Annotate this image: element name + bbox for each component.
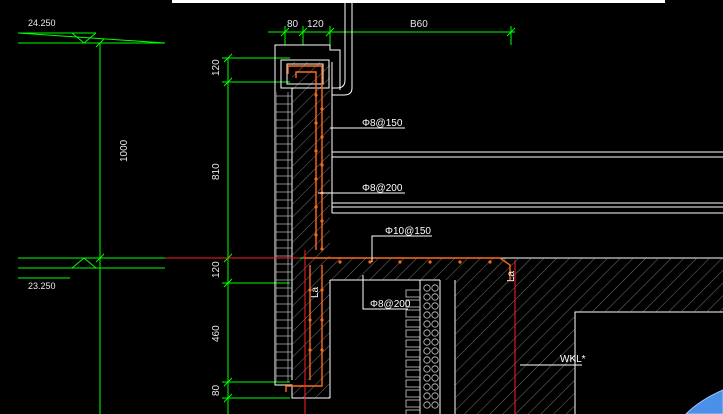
rebar-section-dot: [428, 260, 432, 264]
rebar-section-dot: [314, 233, 318, 237]
rebar-section-dot: [398, 260, 402, 264]
insulation-circle: [431, 320, 439, 328]
insulation-circle: [423, 320, 431, 328]
brick-unit: [405, 329, 421, 338]
brick-unit: [405, 299, 421, 308]
insulation-circle: [423, 365, 431, 373]
dim-h-80: 80: [287, 19, 299, 30]
insulation-circle: [431, 392, 439, 400]
insulation-circle: [431, 338, 439, 346]
window-edge: [172, 0, 665, 3]
rebar-section-dot: [314, 205, 318, 209]
rebar-section-dot: [320, 163, 324, 167]
insulation-circle: [423, 293, 431, 301]
dim-h-120: 120: [307, 19, 324, 30]
rebar-section-dot: [308, 348, 312, 352]
dim-h-b60: B60: [410, 19, 428, 30]
rebar-label-3: Φ10@150: [385, 226, 431, 237]
coping: [280, 59, 330, 89]
brick-unit: [405, 289, 421, 298]
dim-v-460: 460: [211, 325, 222, 342]
insulation-circle: [431, 293, 439, 301]
rebar-section-dot: [314, 177, 318, 181]
insulation-circle: [431, 383, 439, 391]
brick-unit: [405, 309, 421, 318]
brick-unit: [405, 399, 421, 408]
rebar-label-2: Φ8@200: [362, 183, 403, 194]
brick-unit: [405, 379, 421, 388]
dimension-lines: [17, 26, 516, 414]
rebar-section-dot: [308, 288, 312, 292]
brick-unit: [405, 359, 421, 368]
insulation-circle: [423, 284, 431, 292]
rebar-section-dot: [320, 318, 324, 322]
brick-unit: [405, 409, 421, 414]
rebar-label-1: Φ8@150: [362, 118, 403, 129]
insulation-circle: [431, 356, 439, 364]
rebar-section-dot: [314, 121, 318, 125]
rebar-section-dot: [320, 107, 324, 111]
rebar-dots: [308, 93, 492, 352]
insulation-circle: [423, 374, 431, 382]
dim-v-80: 80: [211, 384, 222, 396]
brick-unit: [405, 349, 421, 358]
insulation-circle: [431, 374, 439, 382]
elevation-top: 24.250: [28, 18, 56, 28]
rebar-section-dot: [320, 348, 324, 352]
rebar-section-dot: [458, 260, 462, 264]
rebar-section-dot: [308, 318, 312, 322]
rebar-section-dot: [320, 219, 324, 223]
insulation-circle: [423, 338, 431, 346]
anchor-label-2: La: [506, 270, 517, 282]
insulation-circle: [431, 311, 439, 319]
elevation-bottom: 23.250: [28, 281, 56, 291]
insulation-circle: [423, 383, 431, 391]
rebar-section-dot: [314, 149, 318, 153]
dim-v-810: 810: [211, 163, 222, 180]
brick-unit: [405, 369, 421, 378]
selection-shape[interactable]: [685, 389, 723, 414]
rebar-section-dot: [488, 260, 492, 264]
rebar-section-dot: [338, 260, 342, 264]
insulation-circle: [423, 392, 431, 400]
dim-total: 1000: [119, 139, 130, 162]
insulation-circle: [423, 347, 431, 355]
insulation-circle: [431, 365, 439, 373]
brick-unit: [405, 389, 421, 398]
beam-label: WKL*: [560, 354, 586, 365]
rebar-section-dot: [320, 288, 324, 292]
insulation-circle: [431, 347, 439, 355]
brick-unit: [405, 339, 421, 348]
insulation-circle: [431, 401, 439, 409]
insulation-circle: [423, 302, 431, 310]
concrete-hatch: [292, 62, 723, 414]
rebar-section-dot: [368, 260, 372, 264]
dim-v-120a: 120: [211, 59, 222, 76]
dim-v-120b: 120: [211, 261, 222, 278]
leader-lines: [318, 127, 582, 366]
insulation-column: [405, 284, 439, 414]
insulation-circle: [431, 302, 439, 310]
rebar-section-dot: [320, 135, 324, 139]
insulation-circle: [431, 284, 439, 292]
brick-unit: [405, 319, 421, 328]
insulation-circle: [423, 329, 431, 337]
rebar-section-dot: [320, 247, 324, 251]
anchor-label-1: La: [310, 286, 321, 298]
insulation-circle: [423, 401, 431, 409]
insulation-circle: [423, 311, 431, 319]
insulation-circle: [431, 329, 439, 337]
insulation-circle: [423, 356, 431, 364]
rebar-label-4: Φ8@200: [370, 299, 411, 310]
axis-lines: [165, 250, 516, 414]
rebar-section-dot: [314, 93, 318, 97]
brick-veneer: [276, 92, 292, 382]
